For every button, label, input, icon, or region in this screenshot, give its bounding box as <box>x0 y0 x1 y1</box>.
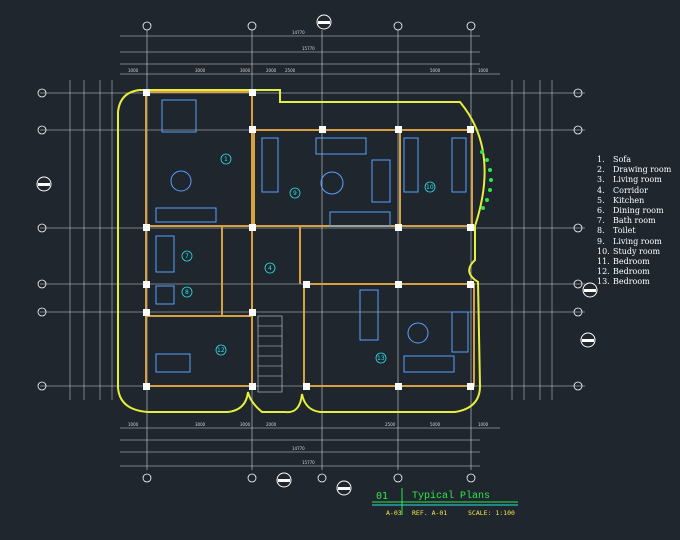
legend-item: 1. Sofa <box>597 155 671 165</box>
axis-grid-horizontal <box>40 92 585 387</box>
sheet-ref: A-03 <box>386 509 402 517</box>
room-legend: 1. Sofa 2. Drawing room 3. Living room 4. Corri… <box>597 155 671 288</box>
dim-bottom-6: 5000 <box>430 422 441 427</box>
dim-bottom-1: 1000 <box>128 422 139 427</box>
legend-item: 7. Bath room <box>597 216 671 226</box>
legend-item-number: 13. <box>597 277 610 287</box>
legend-item: 2. Drawing room <box>597 165 671 175</box>
legend-item-number: 2. <box>597 165 605 175</box>
room-tag-13: 13 <box>377 355 385 362</box>
legend-item-number: 7. <box>597 216 605 226</box>
furniture <box>155 99 469 373</box>
legend-item-label: Toilet <box>613 226 636 236</box>
legend-item-number: 12. <box>597 267 610 277</box>
legend-item-label: Drawing room <box>613 165 672 175</box>
axis-bubbles <box>37 21 583 483</box>
legend-item-number: 1. <box>597 155 605 164</box>
legend-item: 12.Bedroom <box>597 267 671 277</box>
planter <box>480 150 493 210</box>
legend-item: 8. Toilet <box>597 226 671 236</box>
drawing-number: 01 <box>376 491 389 502</box>
legend-item: 5. Kitchen <box>597 196 671 206</box>
dim-bottom-3: 3000 <box>240 422 251 427</box>
dim-top-7: 1000 <box>478 68 489 73</box>
legend-item-label: Living room <box>613 236 662 246</box>
dim-top-4: 2000 <box>266 68 277 73</box>
legend-item-label: Sofa <box>613 155 632 164</box>
dim-total-top-1: 14770 <box>292 30 305 35</box>
legend-item-label: Bedroom <box>613 257 650 267</box>
legend-item-label: Bedroom <box>613 267 650 277</box>
legend-item-number: 10. <box>597 246 610 256</box>
legend-item: 13.Bedroom <box>597 277 671 287</box>
legend-item-number: 6. <box>597 206 605 216</box>
legend-item-label: Bath room <box>613 216 656 226</box>
dim-bottom-7: 1000 <box>478 422 489 427</box>
interior-walls <box>145 91 475 387</box>
legend-item-label: Corridor <box>613 185 648 195</box>
dim-top-2: 3000 <box>195 68 206 73</box>
dim-top-3: 3000 <box>240 68 251 73</box>
dim-bottom-5: 2500 <box>385 422 396 427</box>
room-tag-7: 7 <box>185 253 189 260</box>
legend-item-number: 11. <box>597 257 610 267</box>
dim-top-5: 2500 <box>285 68 296 73</box>
drawing-title: Typical Plans <box>412 491 491 502</box>
room-tag-8: 8 <box>185 289 189 296</box>
legend-item-label: Bedroom <box>613 277 650 287</box>
legend-item: 6. Dining room <box>597 206 671 216</box>
legend-item-number: 9. <box>597 236 605 246</box>
axis-grid-vertical <box>146 30 472 470</box>
title-block: 01 Typical Plans A-03 REF. A-01 SCALE: 1… <box>372 488 522 520</box>
legend-item: 11.Bedroom <box>597 257 671 267</box>
dim-total-top-2: 15770 <box>302 46 315 51</box>
room-tag-9: 9 <box>293 190 297 197</box>
legend-item-label: Study room <box>613 246 661 256</box>
legend-item: 3. Living room <box>597 175 671 185</box>
legend-item: 10.Study room <box>597 247 671 257</box>
dim-total-bottom-2: 14770 <box>292 446 305 451</box>
dim-top-1: 1000 <box>128 68 139 73</box>
staircase <box>257 315 283 393</box>
legend-item: 4. Corridor <box>597 186 671 196</box>
legend-item-label: Living room <box>613 175 662 185</box>
legend-item-label: Kitchen <box>613 195 645 205</box>
dim-top-6: 5000 <box>430 68 441 73</box>
legend-item: 9. Living room <box>597 237 671 247</box>
legend-item-number: 4. <box>597 185 605 195</box>
legend-item-number: 3. <box>597 175 605 185</box>
room-tag-1: 1 <box>224 156 228 163</box>
dim-total-bottom-1: 15770 <box>302 460 315 465</box>
dimension-lines <box>69 35 553 467</box>
drawing-scale: SCALE: 1:100 <box>468 509 515 517</box>
building-outline <box>117 89 486 414</box>
legend-item-label: Dining room <box>613 206 664 216</box>
room-tag-12: 12 <box>217 347 225 354</box>
room-tag-10: 10 <box>426 184 434 191</box>
dim-bottom-4: 2000 <box>266 422 277 427</box>
room-tag-4: 4 <box>268 265 272 272</box>
legend-item-number: 8. <box>597 226 605 236</box>
dim-bottom-2: 3000 <box>195 422 206 427</box>
columns <box>143 89 474 390</box>
legend-item-number: 5. <box>597 195 605 205</box>
section-markers <box>36 14 598 496</box>
reference: REF. A-01 <box>412 509 448 517</box>
room-tag-circles <box>181 153 436 364</box>
